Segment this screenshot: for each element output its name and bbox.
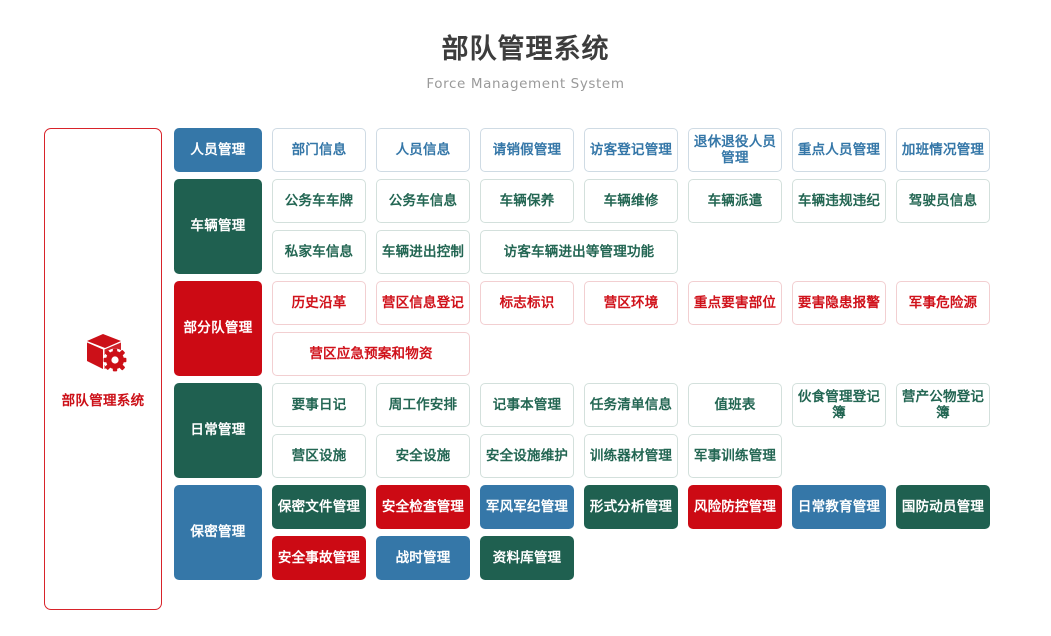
module-row: 历史沿革营区信息登记标志标识营区环境重点要害部位要害隐患报警军事危险源 bbox=[272, 281, 1040, 325]
module-button[interactable]: 要事日记 bbox=[272, 383, 366, 427]
module-button[interactable]: 部门信息 bbox=[272, 128, 366, 172]
module-button[interactable]: 日常教育管理 bbox=[792, 485, 886, 529]
module-section: 人员管理部门信息人员信息请销假管理访客登记管理退休退役人员管理重点人员管理加班情… bbox=[174, 128, 1040, 172]
module-button[interactable]: 训练器材管理 bbox=[584, 434, 678, 478]
module-button[interactable]: 营区信息登记 bbox=[376, 281, 470, 325]
module-button[interactable]: 保密文件管理 bbox=[272, 485, 366, 529]
page-header: 部队管理系统 Force Management System bbox=[0, 0, 1051, 92]
module-button[interactable]: 访客登记管理 bbox=[584, 128, 678, 172]
module-button[interactable]: 重点要害部位 bbox=[688, 281, 782, 325]
module-button[interactable]: 形式分析管理 bbox=[584, 485, 678, 529]
module-button[interactable]: 周工作安排 bbox=[376, 383, 470, 427]
module-button[interactable]: 安全设施维护 bbox=[480, 434, 574, 478]
module-button[interactable]: 安全事故管理 bbox=[272, 536, 366, 580]
module-button[interactable]: 车辆保养 bbox=[480, 179, 574, 223]
module-button[interactable]: 公务车信息 bbox=[376, 179, 470, 223]
module-button[interactable]: 值班表 bbox=[688, 383, 782, 427]
module-button[interactable]: 军事危险源 bbox=[896, 281, 990, 325]
module-button[interactable]: 请销假管理 bbox=[480, 128, 574, 172]
module-row: 营区应急预案和物资 bbox=[272, 332, 1040, 376]
module-button[interactable]: 历史沿革 bbox=[272, 281, 366, 325]
module-section: 日常管理要事日记周工作安排记事本管理任务清单信息值班表伙食管理登记簿营产公物登记… bbox=[174, 383, 1040, 478]
module-button[interactable]: 车辆维修 bbox=[584, 179, 678, 223]
module-button[interactable]: 营区应急预案和物资 bbox=[272, 332, 470, 376]
module-button[interactable]: 任务清单信息 bbox=[584, 383, 678, 427]
module-button[interactable]: 战时管理 bbox=[376, 536, 470, 580]
section-rows: 公务车车牌公务车信息车辆保养车辆维修车辆派遣车辆违规违纪驾驶员信息私家车信息车辆… bbox=[272, 179, 1040, 274]
module-button[interactable]: 加班情况管理 bbox=[896, 128, 990, 172]
cube-gear-icon bbox=[77, 329, 129, 379]
module-button[interactable]: 驾驶员信息 bbox=[896, 179, 990, 223]
module-button[interactable]: 标志标识 bbox=[480, 281, 574, 325]
module-row: 营区设施安全设施安全设施维护训练器材管理军事训练管理 bbox=[272, 434, 1040, 478]
module-button[interactable]: 国防动员管理 bbox=[896, 485, 990, 529]
module-button[interactable]: 军事训练管理 bbox=[688, 434, 782, 478]
section-rows: 历史沿革营区信息登记标志标识营区环境重点要害部位要害隐患报警军事危险源营区应急预… bbox=[272, 281, 1040, 376]
module-row: 安全事故管理战时管理资料库管理 bbox=[272, 536, 1040, 580]
category-1[interactable]: 车辆管理 bbox=[174, 179, 262, 274]
module-grid: 人员管理部门信息人员信息请销假管理访客登记管理退休退役人员管理重点人员管理加班情… bbox=[174, 128, 1040, 587]
module-button[interactable]: 营产公物登记簿 bbox=[896, 383, 990, 427]
module-row: 部门信息人员信息请销假管理访客登记管理退休退役人员管理重点人员管理加班情况管理 bbox=[272, 128, 1040, 172]
brand-panel: 部队管理系统 bbox=[44, 128, 162, 610]
category-2[interactable]: 部分队管理 bbox=[174, 281, 262, 376]
module-button[interactable]: 公务车车牌 bbox=[272, 179, 366, 223]
section-rows: 部门信息人员信息请销假管理访客登记管理退休退役人员管理重点人员管理加班情况管理 bbox=[272, 128, 1040, 172]
module-section: 部分队管理历史沿革营区信息登记标志标识营区环境重点要害部位要害隐患报警军事危险源… bbox=[174, 281, 1040, 376]
module-row: 要事日记周工作安排记事本管理任务清单信息值班表伙食管理登记簿营产公物登记簿 bbox=[272, 383, 1040, 427]
module-button[interactable]: 军风军纪管理 bbox=[480, 485, 574, 529]
module-button[interactable]: 营区设施 bbox=[272, 434, 366, 478]
module-button[interactable]: 安全检查管理 bbox=[376, 485, 470, 529]
module-button[interactable]: 退休退役人员管理 bbox=[688, 128, 782, 172]
category-3[interactable]: 日常管理 bbox=[174, 383, 262, 478]
module-button[interactable]: 人员信息 bbox=[376, 128, 470, 172]
category-4[interactable]: 保密管理 bbox=[174, 485, 262, 580]
module-section: 车辆管理公务车车牌公务车信息车辆保养车辆维修车辆派遣车辆违规违纪驾驶员信息私家车… bbox=[174, 179, 1040, 274]
module-button[interactable]: 私家车信息 bbox=[272, 230, 366, 274]
module-button[interactable]: 记事本管理 bbox=[480, 383, 574, 427]
module-button[interactable]: 资料库管理 bbox=[480, 536, 574, 580]
module-row: 保密文件管理安全检查管理军风军纪管理形式分析管理风险防控管理日常教育管理国防动员… bbox=[272, 485, 1040, 529]
module-button[interactable]: 车辆派遣 bbox=[688, 179, 782, 223]
module-button[interactable]: 车辆违规违纪 bbox=[792, 179, 886, 223]
module-section: 保密管理保密文件管理安全检查管理军风军纪管理形式分析管理风险防控管理日常教育管理… bbox=[174, 485, 1040, 580]
section-rows: 保密文件管理安全检查管理军风军纪管理形式分析管理风险防控管理日常教育管理国防动员… bbox=[272, 485, 1040, 580]
section-rows: 要事日记周工作安排记事本管理任务清单信息值班表伙食管理登记簿营产公物登记簿营区设… bbox=[272, 383, 1040, 478]
module-button[interactable]: 要害隐患报警 bbox=[792, 281, 886, 325]
category-0[interactable]: 人员管理 bbox=[174, 128, 262, 172]
page-title: 部队管理系统 bbox=[441, 34, 610, 65]
brand-label: 部队管理系统 bbox=[61, 393, 145, 409]
module-row: 公务车车牌公务车信息车辆保养车辆维修车辆派遣车辆违规违纪驾驶员信息 bbox=[272, 179, 1040, 223]
module-button[interactable]: 重点人员管理 bbox=[792, 128, 886, 172]
page-subtitle: Force Management System bbox=[426, 76, 625, 93]
module-button[interactable]: 营区环境 bbox=[584, 281, 678, 325]
module-button[interactable]: 访客车辆进出等管理功能 bbox=[480, 230, 678, 274]
module-row: 私家车信息车辆进出控制访客车辆进出等管理功能 bbox=[272, 230, 1040, 274]
module-button[interactable]: 安全设施 bbox=[376, 434, 470, 478]
module-button[interactable]: 车辆进出控制 bbox=[376, 230, 470, 274]
main-content: 部队管理系统 人员管理部门信息人员信息请销假管理访客登记管理退休退役人员管理重点… bbox=[0, 128, 1051, 610]
module-button[interactable]: 伙食管理登记簿 bbox=[792, 383, 886, 427]
module-button[interactable]: 风险防控管理 bbox=[688, 485, 782, 529]
